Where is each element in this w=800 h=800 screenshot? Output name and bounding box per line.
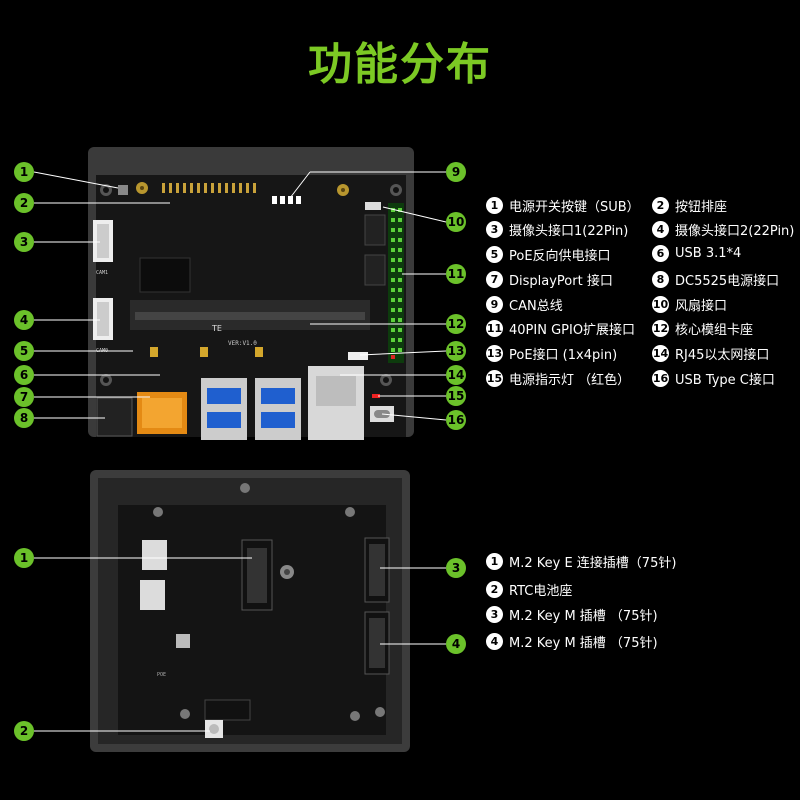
legend-num: 9: [486, 296, 503, 313]
silk-poe: POE: [157, 672, 166, 678]
legend-num: 2: [486, 581, 503, 598]
legend-label: M.2 Key M 插槽 （75针): [509, 609, 658, 624]
callout-16: 16: [446, 410, 466, 430]
legend-num: 5: [486, 246, 503, 263]
legend-num: 3: [486, 606, 503, 623]
callout-bottom-3: 3: [446, 558, 466, 578]
legend-num: 7: [486, 271, 503, 288]
legend-item-14: 14 RJ45以太网接口: [652, 344, 769, 363]
legend-bottom-3: 3 M.2 Key M 插槽 （75针): [486, 605, 658, 624]
legend-label: 摄像头接口2(22Pin): [675, 224, 795, 239]
legend-item-2: 2 按钮排座: [652, 196, 727, 215]
callout-2: 2: [14, 193, 34, 213]
legend-label: RTC电池座: [509, 584, 573, 599]
legend-num: 6: [652, 245, 669, 262]
legend-label: USB 3.1*4: [675, 246, 742, 261]
legend-label: 摄像头接口1(22Pin): [509, 224, 629, 239]
legend-num: 11: [486, 320, 503, 337]
legend-label: PoE接口 (1x4pin): [509, 348, 618, 363]
legend-label: 40PIN GPIO扩展接口: [509, 323, 636, 338]
callout-1: 1: [14, 162, 34, 182]
legend-item-11: 11 40PIN GPIO扩展接口: [486, 319, 635, 338]
legend-item-3: 3 摄像头接口1(22Pin): [486, 220, 628, 239]
legend-item-5: 5 PoE反向供电接口: [486, 245, 611, 264]
legend-num: 12: [652, 320, 669, 337]
page-title: 功能分布: [308, 39, 492, 90]
callout-13: 13: [446, 341, 466, 361]
callout-14: 14: [446, 365, 466, 385]
legend-num: 15: [486, 370, 503, 387]
callout-bottom-4: 4: [446, 634, 466, 654]
legend-item-13: 13 PoE接口 (1x4pin): [486, 344, 617, 363]
legend-label: 电源指示灯 （红色）: [509, 373, 631, 388]
top-board: CAM1 CAM0 TE: [88, 147, 414, 440]
callout-lines: [33, 171, 447, 732]
callout-7: 7: [14, 387, 34, 407]
legend-label: M.2 Key M 插槽 （75针): [509, 636, 658, 651]
callout-bottom-1: 1: [14, 548, 34, 568]
silk-te: TE: [211, 324, 222, 333]
callout-8: 8: [14, 408, 34, 428]
legend-bottom-2: 2 RTC电池座: [486, 580, 572, 599]
callout-11: 11: [446, 264, 466, 284]
callout-5: 5: [14, 341, 34, 361]
legend-item-6: 6 USB 3.1*4: [652, 245, 741, 262]
callout-12: 12: [446, 314, 466, 334]
silk-cam1: CAM1: [96, 270, 108, 276]
legend-bottom-4: 4 M.2 Key M 插槽 （75针): [486, 632, 658, 651]
legend-label: USB Type C接口: [675, 373, 775, 388]
callout-9: 9: [446, 162, 466, 182]
legend-bottom-1: 1 M.2 Key E 连接插槽（75针): [486, 552, 676, 571]
legend-label: 按钮排座: [675, 200, 728, 215]
legend-num: 1: [486, 197, 503, 214]
legend-num: 13: [486, 345, 503, 362]
legend-item-4: 4 摄像头接口2(22Pin): [652, 220, 794, 239]
legend-item-10: 10 风扇接口: [652, 295, 727, 314]
bottom-board: POE: [90, 470, 410, 752]
callout-4: 4: [14, 310, 34, 330]
legend-item-9: 9 CAN总线: [486, 295, 563, 314]
legend-label: RJ45以太网接口: [675, 348, 770, 363]
callout-bottom-2: 2: [14, 721, 34, 741]
legend-item-7: 7 DisplayPort 接口: [486, 270, 613, 289]
callout-6: 6: [14, 365, 34, 385]
legend-label: CAN总线: [509, 299, 563, 314]
legend-item-16: 16 USB Type C接口: [652, 369, 775, 388]
legend-num: 2: [652, 197, 669, 214]
callout-10: 10: [446, 212, 466, 232]
legend-num: 4: [486, 633, 503, 650]
legend-label: 电源开关按键（SUB）: [509, 200, 640, 215]
legend-label: 核心模组卡座: [675, 323, 754, 338]
legend-item-15: 15 电源指示灯 （红色）: [486, 369, 630, 388]
legend-label: 风扇接口: [675, 299, 728, 314]
legend-num: 10: [652, 296, 669, 313]
legend-num: 16: [652, 370, 669, 387]
legend-num: 1: [486, 553, 503, 570]
legend-label: DC5525电源接口: [675, 274, 780, 289]
legend-label: M.2 Key E 连接插槽（75针): [509, 556, 677, 571]
legend-num: 4: [652, 221, 669, 238]
legend-item-1: 1 电源开关按键（SUB）: [486, 196, 640, 215]
callout-15: 15: [446, 386, 466, 406]
legend-label: DisplayPort 接口: [509, 274, 613, 289]
silk-ver: VER:V1.0: [228, 340, 257, 347]
legend-item-8: 8 DC5525电源接口: [652, 270, 779, 289]
legend-num: 8: [652, 271, 669, 288]
legend-num: 3: [486, 221, 503, 238]
legend-label: PoE反向供电接口: [509, 249, 611, 264]
callout-3: 3: [14, 232, 34, 252]
legend-item-12: 12 核心模组卡座: [652, 319, 753, 338]
legend-num: 14: [652, 345, 669, 362]
